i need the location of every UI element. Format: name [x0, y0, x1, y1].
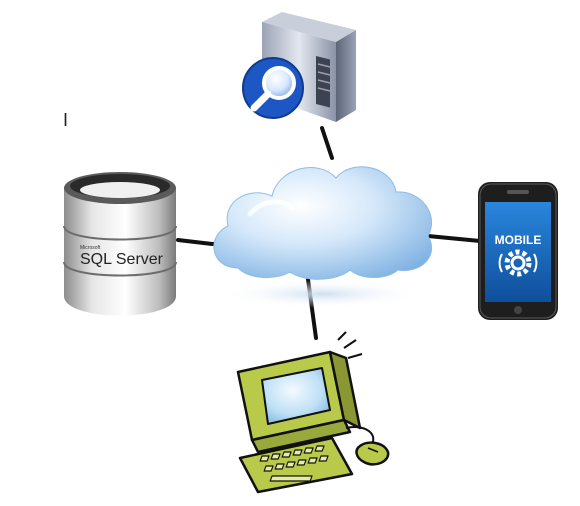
action-lines [337, 331, 363, 359]
gear-icon [498, 249, 538, 277]
link-server-cloud [320, 126, 334, 160]
mobile-phone: MOBILE [478, 182, 558, 320]
link-cloud-mobile [426, 234, 482, 243]
magnifier-icon [242, 57, 304, 119]
desktop-computer [236, 331, 390, 494]
cloud [213, 166, 433, 308]
search-server [242, 12, 356, 122]
sql-server-database: Microsoft SQL Server [63, 172, 177, 316]
sql-server-label: SQL Server [80, 251, 164, 268]
mobile-label: MOBILE [495, 233, 542, 247]
sql-server-brand: Microsoft [80, 245, 101, 251]
stray-mark: I [63, 110, 68, 130]
